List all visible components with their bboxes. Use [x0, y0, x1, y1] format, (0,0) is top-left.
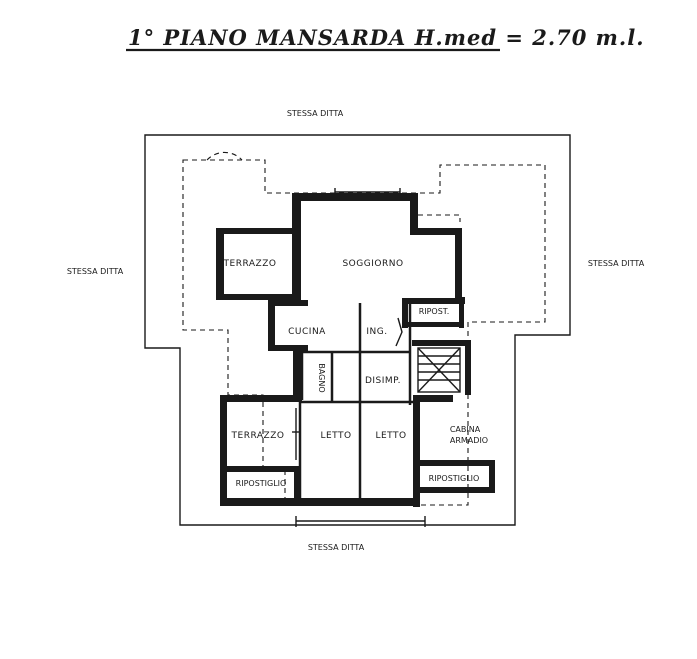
- room-label-ripostiglio-left: RIPOSTIGLIO: [236, 479, 287, 488]
- property-boundary: [144, 134, 571, 526]
- room-label-soggiorno: SOGGIORNO: [342, 259, 403, 269]
- room-label-cabina: CABINA: [450, 425, 481, 434]
- room-label-letto-left: LETTO: [320, 431, 351, 441]
- ripostiglio-top-walls: [402, 298, 464, 328]
- room-label-terrazzo-bottom: TERRAZZO: [231, 431, 285, 441]
- roof-eave-outline: [182, 159, 546, 506]
- lower-window-marks: [292, 408, 426, 527]
- room-label-armadio: ARMADIO: [450, 436, 488, 445]
- room-label-cucina: CUCINA: [288, 327, 326, 337]
- balcony-bump: [415, 214, 461, 222]
- neighbor-left-label: STESSA DITTA: [67, 267, 124, 276]
- neighbor-top-label: STESSA DITTA: [287, 109, 344, 118]
- plan-title: 1° PIANO MANSARDA H.med = 2.70 m.l.: [128, 25, 645, 50]
- neighbor-bottom-label: STESSA DITTA: [308, 543, 365, 552]
- neighbor-right-label: STESSA DITTA: [588, 259, 645, 268]
- room-label-bagno: BAGNO: [317, 363, 326, 392]
- chimney-arc: [206, 151, 243, 161]
- terrazzo-top-walls: [216, 228, 298, 300]
- lower-block-walls: [220, 350, 495, 507]
- staircase: [395, 317, 471, 395]
- window-marks: [292, 188, 401, 280]
- room-label-ripostiglio-right: RIPOSTIGLIO: [429, 474, 480, 483]
- room-label-ripostiglio-top: RIPOST.: [419, 307, 450, 316]
- room-label-ingresso: ING.: [366, 327, 387, 337]
- room-label-terrazzo-top: TERRAZZO: [223, 259, 277, 269]
- room-label-letto-right: LETTO: [375, 431, 406, 441]
- room-label-disimpegno: DISIMP.: [365, 376, 401, 386]
